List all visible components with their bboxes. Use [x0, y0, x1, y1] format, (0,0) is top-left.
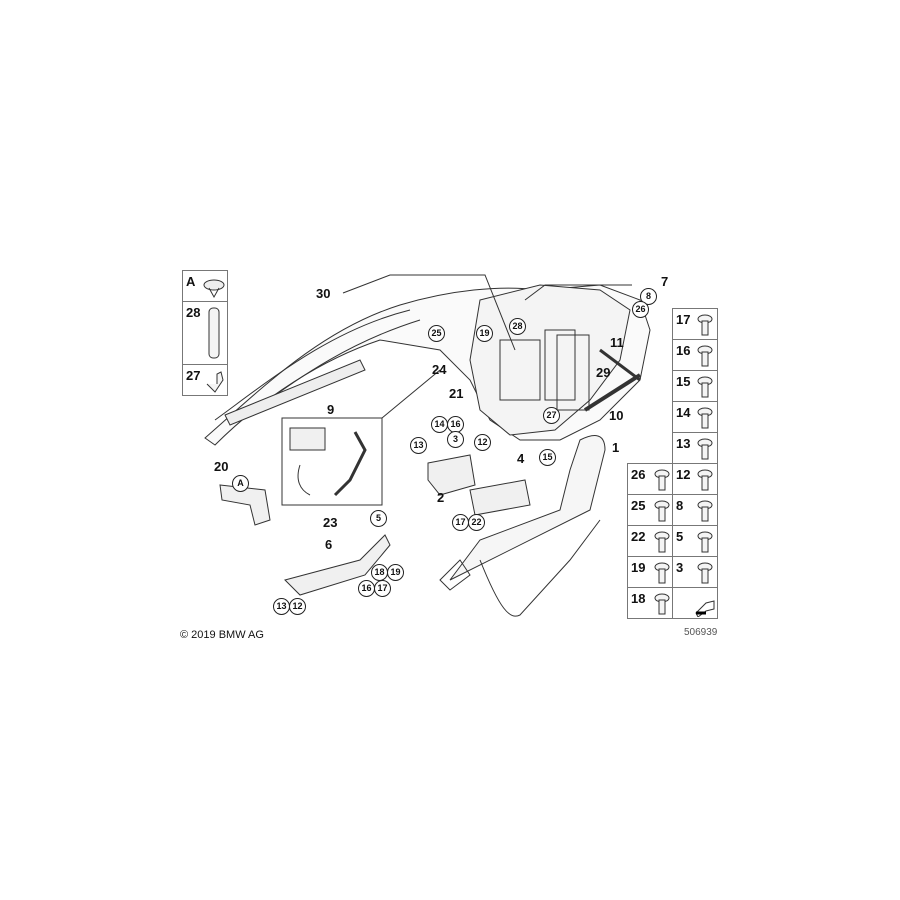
legend-cell-16: 16 — [672, 339, 718, 371]
callout-14: 14 — [431, 416, 448, 433]
callout-18: 18 — [371, 564, 388, 581]
legend-cell-3: 3 — [672, 556, 718, 588]
nut-icon — [697, 531, 713, 553]
callout-30: 30 — [316, 286, 331, 301]
bracket-clip-icon — [206, 371, 224, 393]
legend-cell-15: 15 — [672, 370, 718, 402]
callout-7: 7 — [661, 274, 669, 289]
legend-cell-14: 14 — [672, 401, 718, 433]
callout-24: 24 — [432, 362, 447, 377]
callout-9: 9 — [327, 402, 335, 417]
callout-27: 27 — [543, 407, 560, 424]
clip-icon — [203, 279, 225, 299]
screw-icon — [654, 562, 670, 584]
callout-16b: 16 — [358, 580, 375, 597]
cap-icon — [654, 469, 670, 491]
legend-key: 8 — [676, 498, 684, 513]
legend-key: 18 — [631, 591, 646, 606]
copyright: © 2019 BMW AG — [180, 629, 264, 641]
legend-key: 14 — [676, 405, 691, 420]
callout-21: 21 — [449, 386, 464, 401]
callout-25: 25 — [428, 325, 445, 342]
hex-nut-icon — [697, 562, 713, 584]
callout-1: 1 — [612, 440, 620, 455]
legend-key: 15 — [676, 374, 691, 389]
legend-key: 26 — [631, 467, 646, 482]
callout-28: 28 — [509, 318, 526, 335]
callout-12b: 12 — [289, 598, 306, 615]
callout-15: 15 — [539, 449, 556, 466]
bolt-icon — [697, 345, 713, 367]
callout-19: 19 — [476, 325, 493, 342]
callout-3: 3 — [447, 431, 464, 448]
callout-17: 17 — [452, 514, 469, 531]
screw-icon — [654, 500, 670, 522]
legend-cell-arrow — [672, 587, 718, 619]
legend-key: 5 — [676, 529, 684, 544]
legend-key: 3 — [676, 560, 684, 575]
callout-19b: 19 — [387, 564, 404, 581]
callout-26: 26 — [632, 301, 649, 318]
callout-23: 23 — [323, 515, 338, 530]
callout-4: 4 — [517, 451, 525, 466]
legend-cell-26: 26 — [627, 463, 673, 495]
legend-key: 25 — [631, 498, 646, 513]
legend-cell-12: 12 — [672, 463, 718, 495]
legend-cell-5: 5 — [672, 525, 718, 557]
legend-key: 17 — [676, 312, 691, 327]
bolt-icon — [697, 469, 713, 491]
legend-cell-A: A — [182, 270, 228, 302]
legend-key: 27 — [186, 368, 201, 383]
sleeve-icon — [697, 314, 713, 336]
callout-2: 2 — [437, 490, 445, 505]
sleeve-icon — [654, 593, 670, 615]
cap-icon — [697, 438, 713, 460]
legend-cell-22: 22 — [627, 525, 673, 557]
callout-13b: 13 — [273, 598, 290, 615]
callout-12: 12 — [474, 434, 491, 451]
legend-key: 28 — [186, 305, 201, 320]
arrow-icon — [695, 600, 715, 617]
legend-key: 19 — [631, 560, 646, 575]
legend-key: 22 — [631, 529, 646, 544]
legend-cell-18: 18 — [627, 587, 673, 619]
legend-cell-8: 8 — [672, 494, 718, 526]
legend-cell-28: 28 — [182, 301, 228, 365]
callout-11: 11 — [610, 335, 624, 350]
callout-17b: 17 — [374, 580, 391, 597]
callout-20: 20 — [214, 459, 229, 474]
callout-6: 6 — [325, 537, 333, 552]
legend-key: A — [186, 274, 196, 289]
callout-29: 29 — [596, 365, 611, 380]
callout-13: 13 — [410, 437, 427, 454]
callout-10: 10 — [609, 408, 624, 423]
legend-key: 12 — [676, 467, 691, 482]
legend-cell-25: 25 — [627, 494, 673, 526]
pin-icon — [208, 307, 220, 359]
legend-key: 13 — [676, 436, 691, 451]
legend-key: 16 — [676, 343, 691, 358]
screw-icon — [697, 407, 713, 429]
legend-cell-27: 27 — [182, 364, 228, 396]
callout-8: 8 — [640, 288, 657, 305]
screw-icon — [697, 500, 713, 522]
washer-icon — [654, 531, 670, 553]
callout-A: A — [232, 475, 249, 492]
callout-22: 22 — [468, 514, 485, 531]
screw-icon — [697, 376, 713, 398]
legend-cell-13: 13 — [672, 432, 718, 464]
callout-5: 5 — [370, 510, 387, 527]
legend-cell-17: 17 — [672, 308, 718, 340]
diagram-id: 506939 — [684, 627, 718, 638]
legend-cell-19: 19 — [627, 556, 673, 588]
